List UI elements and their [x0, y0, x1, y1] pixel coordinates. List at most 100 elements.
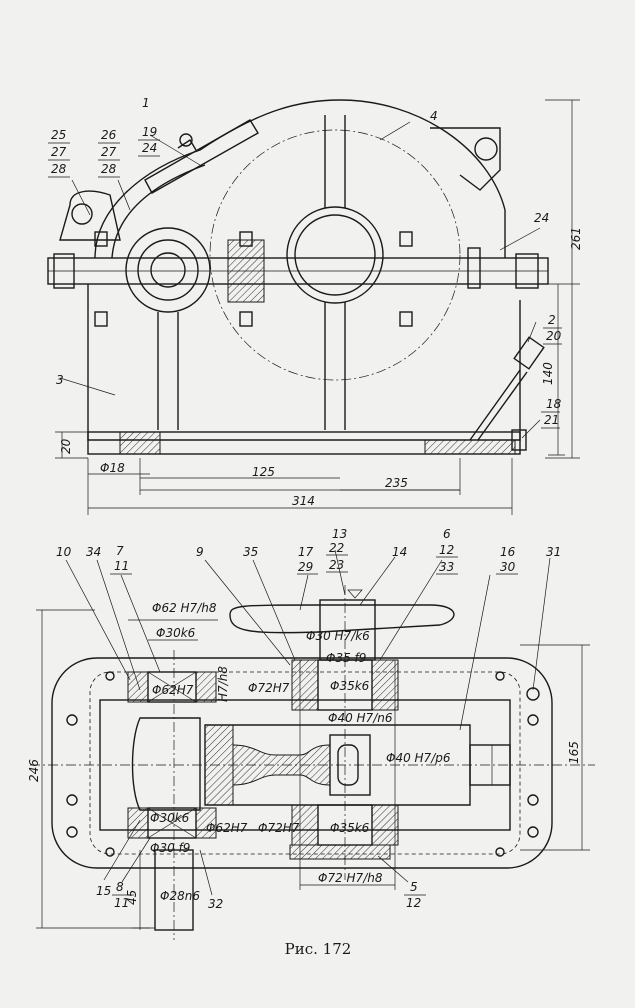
pinion-gear: [131, 717, 201, 811]
dim-phi40-H7n6: Φ40 H7/n6: [328, 711, 393, 725]
dim-phi30k6-bottom: Φ30k6: [150, 811, 190, 825]
callout-7: 7: [116, 544, 124, 558]
wheel-bearing-boss: [286, 206, 384, 304]
callout-20: 20: [546, 329, 562, 343]
callout-1: 1: [142, 96, 150, 110]
dim-140: 140: [541, 362, 555, 385]
callout-2: 2: [548, 313, 556, 327]
dim-246: 246: [27, 759, 41, 782]
dim-phi62H7-left: Φ62H7: [152, 683, 194, 697]
callout-24-right: 24: [534, 211, 549, 225]
dim-phi62H7-bottom: Φ62H7: [206, 821, 248, 835]
callout-15: 15: [96, 884, 111, 898]
callout-21: 21: [544, 413, 559, 427]
dim-phi72H7-mid: Φ72H7: [248, 681, 290, 695]
flange-bolt-right: [515, 253, 539, 289]
dim-phi35k6-bottom: Φ35k6: [330, 821, 370, 835]
foot-bolt-hatch: [119, 431, 161, 455]
callout-11-bottom: 11: [114, 896, 129, 910]
callout-26: 26: [101, 128, 117, 142]
dim-125: 125: [252, 465, 275, 479]
callout-9: 9: [196, 545, 204, 559]
pinion-bore: [150, 252, 186, 288]
pinion-bearing-boss: [125, 227, 211, 313]
callout-28-mid: 28: [101, 162, 117, 176]
callout-23: 23: [329, 558, 344, 572]
dim-phi30f9: Φ30 f9: [150, 841, 190, 855]
callout-6: 6: [443, 527, 451, 541]
dim-261: 261: [569, 227, 583, 250]
oil-gauge-rod: [469, 369, 528, 441]
callout-28-left: 28: [51, 162, 67, 176]
pinion-bearing: [137, 239, 199, 301]
dim-phi62-h7h8: Φ62 H7/h8: [152, 601, 217, 615]
wheel-pitch-circle: [209, 129, 461, 381]
wheel-hub: [329, 734, 371, 796]
callout-31: 31: [546, 545, 561, 559]
rib-left: [157, 312, 179, 430]
dim-phi72-H7h8: Φ72 H7/h8: [318, 871, 383, 885]
callout-19: 19: [142, 125, 157, 139]
housing-cover-outline: [94, 99, 506, 259]
flange-bolt-left: [53, 253, 75, 289]
right-lug: [430, 127, 501, 191]
callout-22: 22: [329, 541, 344, 555]
dim-phi72H7-bottom: Φ72H7: [258, 821, 300, 835]
drain-hatch: [424, 439, 516, 455]
callout-10: 10: [56, 545, 72, 559]
dim-45: 45: [125, 890, 139, 905]
callout-27-mid: 27: [101, 145, 117, 159]
callout-35: 35: [243, 545, 258, 559]
dim-h7h8-small: H7/h8: [216, 666, 230, 702]
callout-17: 17: [298, 545, 314, 559]
left-lug: [59, 190, 121, 241]
callout-33: 33: [439, 560, 454, 574]
callout-18: 18: [546, 397, 562, 411]
wheel-bore: [294, 214, 376, 296]
vent-cap: [179, 133, 193, 147]
inspection-cover: [144, 119, 259, 194]
callout-14: 14: [392, 545, 407, 559]
dim-314: 314: [292, 494, 315, 508]
callout-34: 34: [86, 545, 101, 559]
dim-phi28n6: Φ28n6: [160, 889, 200, 903]
plan-view: 10 34 7 11 9 35 17 29 13 22 23 14 6 12 3…: [27, 527, 595, 940]
cover-inner-line: [111, 164, 206, 259]
dim-phi35f9: Φ35 f9: [326, 651, 366, 665]
base-body: [87, 284, 521, 441]
callout-5: 5: [410, 880, 418, 894]
dim-phi18: Φ18: [100, 461, 125, 475]
callout-11-top: 11: [114, 559, 129, 573]
base-plate: [87, 431, 521, 455]
dim-phi30k6-top: Φ30k6: [156, 626, 196, 640]
dim-phi30-h7k6: Φ30 H7/k6: [306, 629, 370, 643]
bearing-left-top-hatch: [127, 671, 149, 703]
callout-12-bottom: 12: [406, 896, 421, 910]
callout-32: 32: [208, 897, 223, 911]
callout-13: 13: [332, 527, 347, 541]
front-view: 1 19 24 25 27 28 26 27 28 4 24 2 20 3 18…: [47, 96, 583, 515]
callout-29: 29: [298, 560, 313, 574]
lug-hole-right: [474, 137, 498, 161]
callout-16: 16: [500, 545, 516, 559]
dim-phi35k6-top: Φ35k6: [330, 679, 370, 693]
dim-235: 235: [385, 476, 408, 490]
section-hatch: [227, 239, 265, 303]
rib-top: [324, 115, 346, 208]
cover-bottom-hatch: [289, 844, 391, 860]
oil-gauge-head: [513, 336, 545, 370]
lug-hole-left: [71, 203, 93, 225]
callout-30: 30: [500, 560, 516, 574]
rib-bottom: [324, 302, 346, 430]
callout-3: 3: [56, 373, 64, 387]
drain-plug: [511, 429, 527, 451]
callout-27-left: 27: [51, 145, 67, 159]
dim-165: 165: [567, 741, 581, 764]
callout-24-top: 24: [142, 141, 157, 155]
callout-4: 4: [430, 109, 438, 123]
bearing-right-top-hatch: [195, 671, 217, 703]
housing-outer: [51, 657, 553, 869]
dim-20: 20: [59, 438, 73, 454]
dowel-pin: [467, 247, 481, 289]
